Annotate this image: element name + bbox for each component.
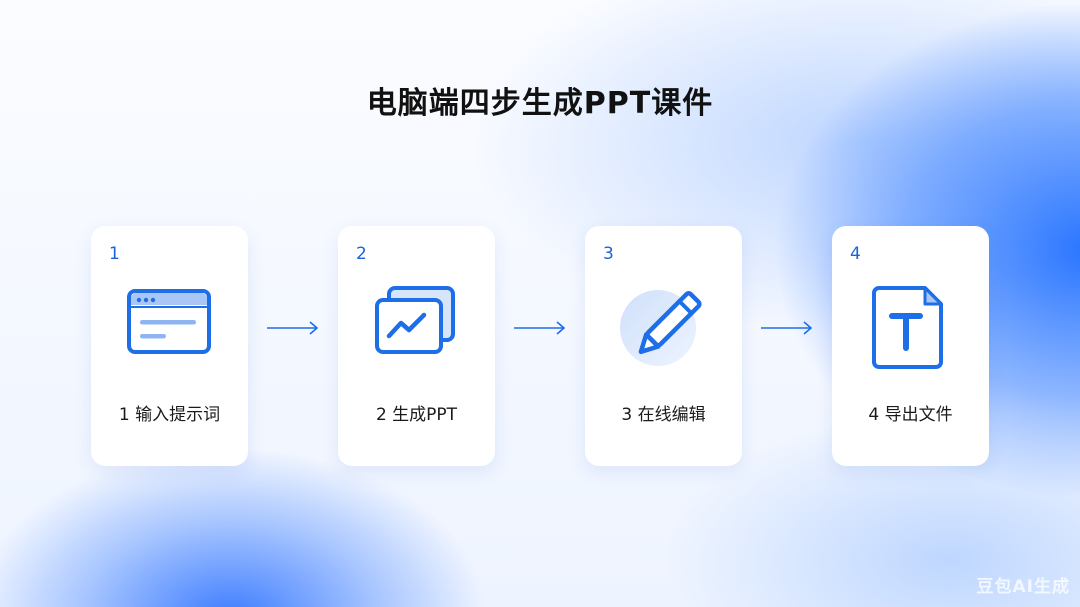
watermark: 豆包AI生成 bbox=[976, 577, 1070, 597]
pencil-icon bbox=[620, 290, 702, 366]
step-card-4: 4 4 导出文件 bbox=[832, 226, 989, 466]
step-number: 2 bbox=[356, 244, 367, 264]
slides-chart-icon bbox=[375, 286, 455, 354]
arrow-right-icon bbox=[761, 321, 813, 335]
step-label: 3 在线编辑 bbox=[621, 405, 706, 425]
step-label: 1 输入提示词 bbox=[118, 405, 221, 425]
browser-window-icon bbox=[127, 289, 211, 354]
arrow-right-icon bbox=[514, 321, 566, 335]
step-label: 4 导出文件 bbox=[868, 405, 953, 425]
step-card-2: 2 2 生成PPT bbox=[338, 226, 495, 466]
arrow-right-icon bbox=[267, 321, 319, 335]
step-number: 1 bbox=[109, 244, 120, 264]
step-card-3: 3 3 在线编辑 bbox=[585, 226, 742, 466]
step-number: 3 bbox=[603, 244, 614, 264]
text-document-icon bbox=[872, 286, 943, 369]
page-title: 电脑端四步生成PPT课件 bbox=[366, 86, 714, 121]
step-label: 2 生成PPT bbox=[375, 405, 458, 425]
step-card-1: 1 1 输入提示词 bbox=[91, 226, 248, 466]
step-number: 4 bbox=[850, 244, 861, 264]
